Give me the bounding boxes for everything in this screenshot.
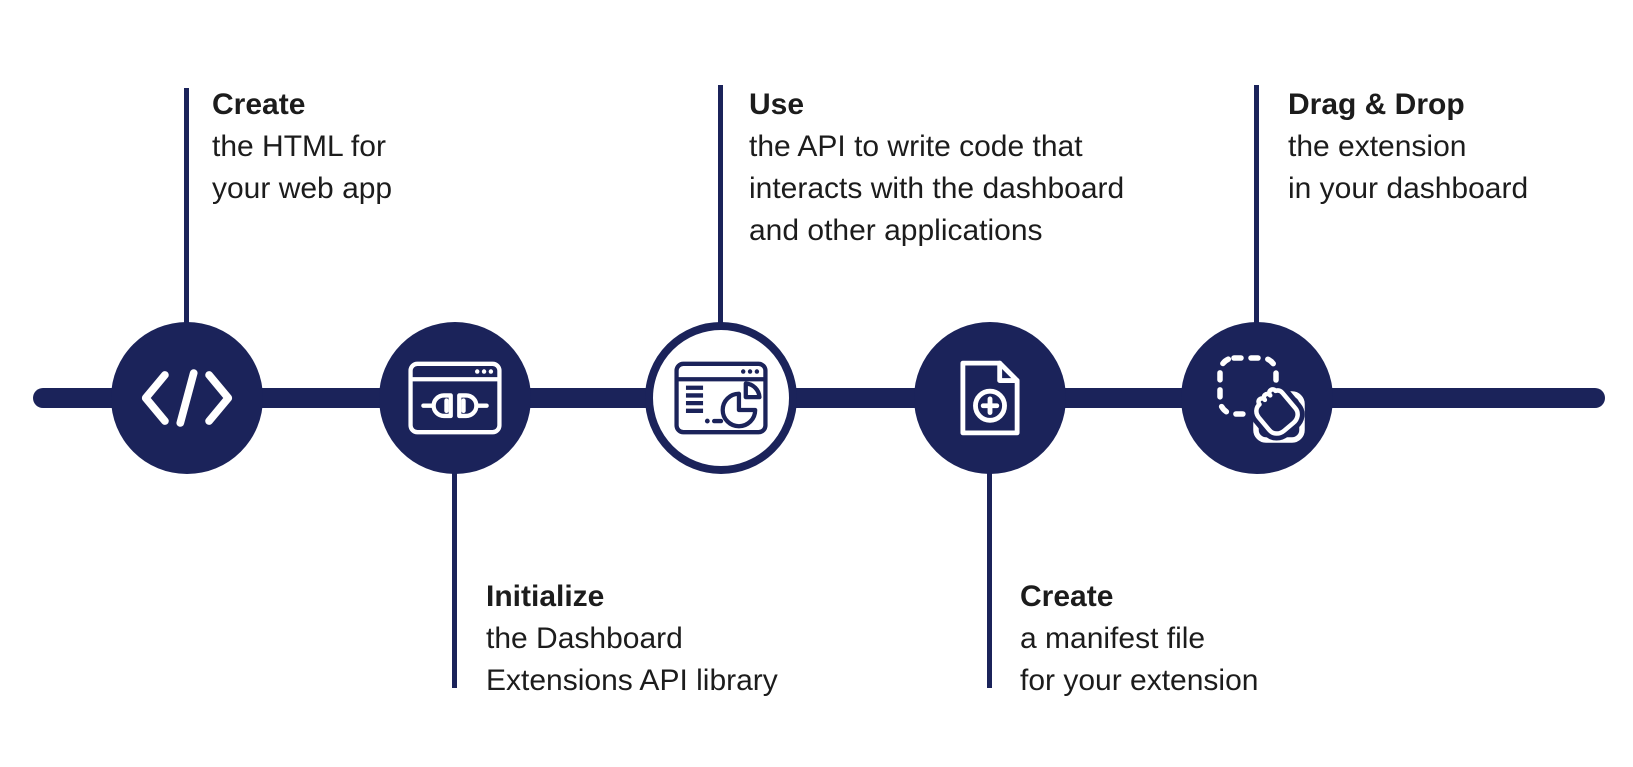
step-3-node [645,322,797,474]
step-3-text-line: and other applications [749,214,1043,247]
timeline-line [33,388,1605,408]
step-3-title: Use [749,88,805,121]
document-plus-icon [960,360,1020,436]
step-3-connector-line [718,85,723,330]
step-5-connector-line [1254,85,1259,330]
window-plug-icon [408,361,502,435]
step-3-text-line: interacts with the dashboard [749,172,1125,205]
step-2-title: Initialize [486,580,605,613]
step-2-text-line: the Dashboard [486,622,683,655]
step-4-label: Create a manifest file for your extensio… [1020,576,1258,702]
step-1-text-line: the HTML for [212,130,386,163]
step-5-title: Drag & Drop [1288,88,1465,121]
step-3-text-line: the API to write code that [749,130,1083,163]
code-icon [141,369,233,427]
step-4-node [914,322,1066,474]
step-1-label: Create the HTML for your web app [212,84,392,210]
step-4-title: Create [1020,580,1114,613]
step-1-connector-line [184,88,189,330]
step-5-label: Drag & Drop the extension in your dashbo… [1288,84,1528,210]
window-pie-chart-icon [674,361,768,435]
drag-drop-hand-icon [1217,355,1305,443]
step-2-text-line: Extensions API library [486,664,778,697]
step-1-text-line: your web app [212,172,393,205]
step-4-connector-line [987,466,992,688]
step-4-text-line: for your extension [1020,664,1259,697]
step-1-title: Create [212,88,306,121]
step-2-connector-line [452,466,457,688]
step-2-node [379,322,531,474]
step-5-node [1181,322,1333,474]
step-5-text-line: the extension [1288,130,1467,163]
step-4-text-line: a manifest file [1020,622,1206,655]
step-5-text-line: in your dashboard [1288,172,1529,205]
step-1-node [111,322,263,474]
step-3-label: Use the API to write code that interacts… [749,84,1124,252]
step-2-label: Initialize the Dashboard Extensions API … [486,576,778,702]
